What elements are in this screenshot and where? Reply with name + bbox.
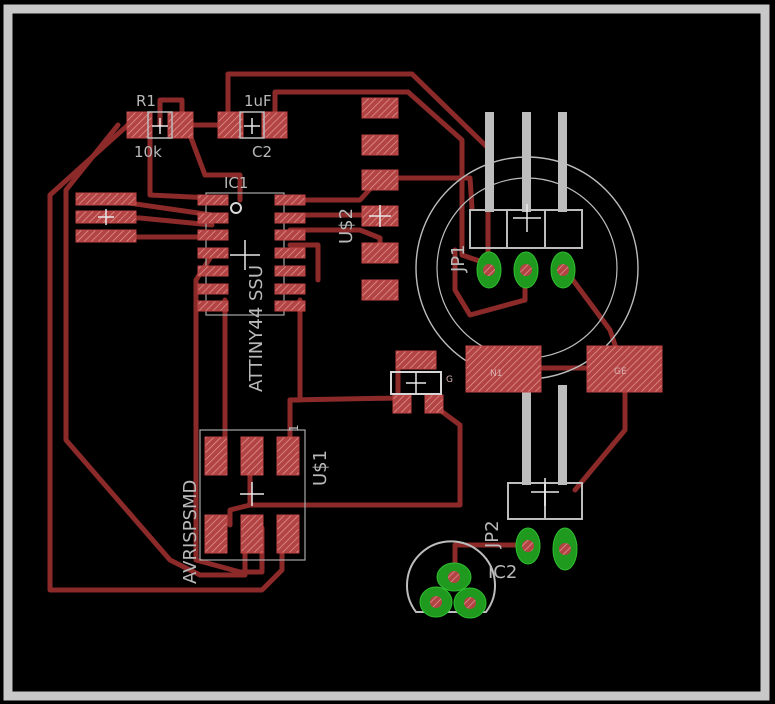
- jp1-header: [469, 112, 583, 249]
- pad-nlt-text: N1: [490, 369, 502, 379]
- us2-name-label: U$2: [336, 208, 357, 244]
- ic1-name-label: IC1: [224, 174, 248, 192]
- ic2-outline: [406, 540, 496, 613]
- avr-outline: [199, 429, 306, 561]
- avr-name-label: AVRISPSMD: [180, 480, 201, 584]
- q-pin-text: G: [446, 375, 453, 385]
- us1-pin1-label: 1: [287, 424, 301, 432]
- r1-value-label: 10k: [134, 143, 162, 161]
- jp2-header: [507, 385, 583, 520]
- board-outline: [3, 4, 770, 701]
- c2-name-label: C2: [252, 143, 272, 161]
- us1-name-label: U$1: [310, 450, 331, 486]
- ic1-package-label: ATTINY44 SSU: [246, 265, 267, 392]
- jp2-name-label: JP2: [482, 520, 503, 549]
- r1-name-label: R1: [136, 92, 156, 110]
- pads: [75, 97, 663, 554]
- c2-value-label: 1uF: [244, 92, 272, 110]
- ic1-pin1-dot: [230, 202, 242, 214]
- ic2-name-label: IC2: [488, 562, 517, 583]
- through-hole-pads: [419, 251, 578, 619]
- jp1-name-label: JP1: [448, 244, 469, 273]
- pad-right-text: GE: [614, 367, 627, 377]
